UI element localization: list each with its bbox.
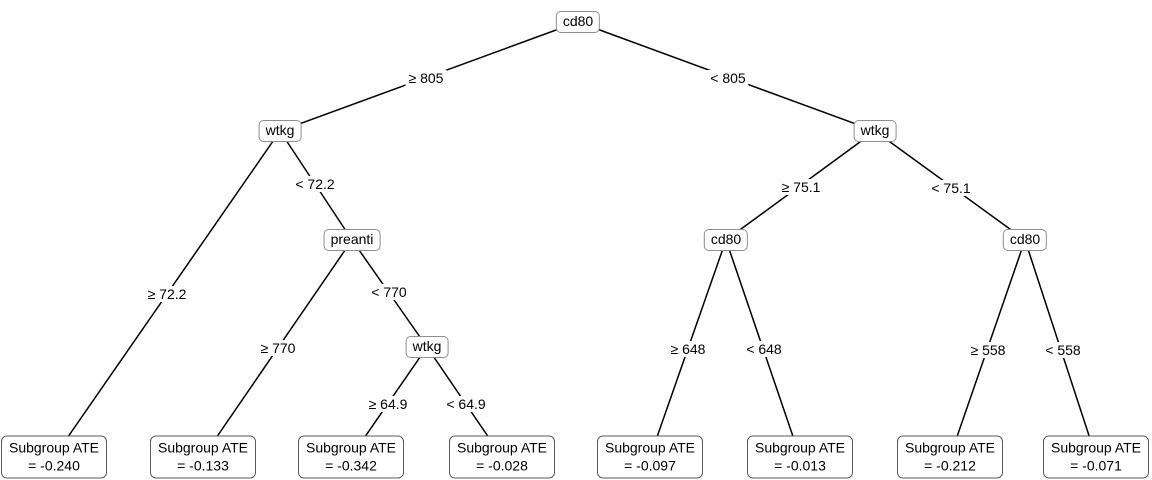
leaf-title: Subgroup ATE — [1050, 439, 1142, 456]
leaf-value: = -0.342 — [325, 457, 377, 474]
leaf-subgroup-ate-1: Subgroup ATE = -0.240 — [1, 435, 107, 479]
tree-node-left-wtkg: wtkg — [258, 120, 302, 142]
edge-label-ge-558: ≥ 558 — [967, 342, 1009, 358]
leaf-value: = -0.097 — [624, 457, 676, 474]
tree-node-preanti: preanti — [323, 229, 381, 251]
tree-node-rightleft-cd80: cd80 — [703, 229, 749, 251]
leaf-value: = -0.212 — [924, 457, 976, 474]
leaf-value: = -0.240 — [28, 457, 80, 474]
leaf-subgroup-ate-6: Subgroup ATE = -0.013 — [747, 435, 853, 479]
edge-label-lt-64-9: < 64.9 — [443, 396, 489, 412]
edge-label-ge-72-2: ≥ 72.2 — [144, 286, 190, 302]
edge-label-ge-64-9: ≥ 64.9 — [365, 396, 411, 412]
leaf-subgroup-ate-3: Subgroup ATE = -0.342 — [298, 435, 404, 479]
edge-label-lt-72-2: < 72.2 — [292, 176, 338, 192]
leaf-value: = -0.028 — [476, 457, 528, 474]
leaf-value: = -0.133 — [177, 457, 229, 474]
leaf-subgroup-ate-7: Subgroup ATE = -0.212 — [897, 435, 1003, 479]
edge-label-ge-770: ≥ 770 — [257, 340, 299, 356]
leaf-value: = -0.013 — [774, 457, 826, 474]
edge-label-ge-75-1: ≥ 75.1 — [778, 179, 824, 195]
edge-label-lt-648: < 648 — [743, 341, 785, 357]
leaf-subgroup-ate-4: Subgroup ATE = -0.028 — [449, 435, 555, 479]
edge-label-ge-648: ≥ 648 — [667, 341, 709, 357]
leaf-title: Subgroup ATE — [604, 439, 696, 456]
leaf-title: Subgroup ATE — [754, 439, 846, 456]
edge-label-lt-558: < 558 — [1042, 342, 1084, 358]
leaf-title: Subgroup ATE — [8, 439, 100, 456]
tree-node-root-cd80: cd80 — [555, 11, 601, 33]
leaf-subgroup-ate-2: Subgroup ATE = -0.133 — [150, 435, 256, 479]
tree-node-deep-wtkg: wtkg — [405, 336, 449, 358]
edge-label-lt-805: < 805 — [707, 70, 749, 86]
edge-label-lt-770: < 770 — [368, 284, 410, 300]
leaf-title: Subgroup ATE — [456, 439, 548, 456]
leaf-title: Subgroup ATE — [305, 439, 397, 456]
tree-node-rightright-cd80: cd80 — [1002, 229, 1048, 251]
leaf-value: = -0.071 — [1070, 457, 1122, 474]
tree-node-right-wtkg: wtkg — [853, 120, 897, 142]
leaf-title: Subgroup ATE — [157, 439, 249, 456]
leaf-subgroup-ate-8: Subgroup ATE = -0.071 — [1043, 435, 1149, 479]
leaf-subgroup-ate-5: Subgroup ATE = -0.097 — [597, 435, 703, 479]
edge-label-lt-75-1: < 75.1 — [928, 180, 974, 196]
edge-label-ge-805: ≥ 805 — [405, 70, 447, 86]
leaf-title: Subgroup ATE — [904, 439, 996, 456]
